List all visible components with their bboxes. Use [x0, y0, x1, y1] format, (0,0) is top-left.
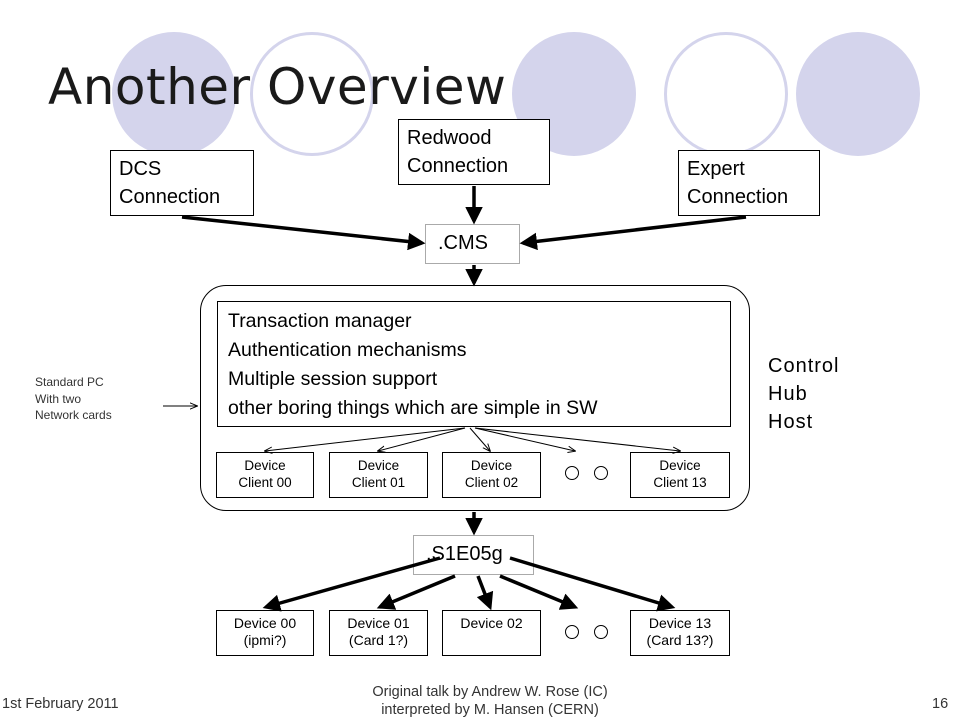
side-note-line3: Network cards [35, 408, 112, 422]
arrow-expert-to-cms [519, 215, 747, 251]
device-00-line2: (ipmi?) [243, 632, 287, 648]
device-client-00-line2: Client 00 [238, 475, 292, 490]
arrow-dcs-to-cms [181, 215, 426, 251]
side-note-line2: With two [35, 391, 82, 406]
redwood-label-line2: Connection [407, 155, 509, 177]
host-label-line2: Hub [768, 383, 808, 405]
expert-connection-box: Expert Connection [678, 150, 820, 216]
tm-line-3: Multiple session support [228, 368, 438, 390]
tm-line-4: other boring things which are simple in … [228, 397, 598, 419]
device-01-line2: (Card 1?) [348, 632, 409, 648]
tm-line-1: Transaction manager [228, 310, 412, 332]
device-client-01-line2: Client 01 [351, 475, 406, 490]
device-13-line1: Device 13 [648, 615, 712, 631]
ellipsis-circle-icon [594, 625, 608, 639]
tm-line-2: Authentication mechanisms [228, 339, 467, 361]
page-number: 16 [932, 696, 949, 712]
device-client-02: Device Client 02 [442, 452, 541, 498]
device-client-02-line2: Client 02 [464, 475, 519, 490]
decor-circle-5 [796, 32, 920, 156]
device-client-13-line2: Client 13 [653, 475, 707, 490]
slide-title: Another Overview [48, 58, 507, 116]
device-client-00-line1: Device [244, 458, 286, 473]
transaction-manager-box: Transaction manager Authentication mecha… [217, 301, 731, 427]
host-label-line3: Host [768, 411, 814, 433]
device-client-01-line1: Device [357, 458, 400, 473]
footer-credit-line2: interpreted by M. Hansen (CERN) [381, 702, 599, 718]
decor-circle-2 [250, 32, 374, 156]
dcs-label-line1: DCS [119, 158, 162, 180]
device-client-01: Device Client 01 [329, 452, 428, 498]
ellipsis-circle-icon [565, 625, 579, 639]
device-00-line1: Device 00 [233, 615, 297, 631]
dcs-label-line2: Connection [119, 186, 221, 208]
cms-node: .CMS [425, 224, 520, 264]
device-01-line1: Device 01 [347, 615, 410, 631]
fan-to-client-01 [378, 427, 466, 451]
footer-date: 1st February 2011 [2, 696, 119, 712]
arrow-s1e05g-to-device-02 [476, 575, 494, 611]
device-client-13-line1: Device [659, 458, 701, 473]
device-client-00: Device Client 00 [216, 452, 314, 498]
arrow-s1e05g-to-device-01 [376, 574, 456, 610]
device-client-02-line1: Device [470, 458, 513, 473]
expert-label-line1: Expert [687, 158, 745, 180]
device-00: Device 00 (ipmi?) [216, 610, 314, 656]
control-hub-host-label: Control Hub Host [768, 352, 839, 436]
redwood-connection-box: Redwood Connection [398, 119, 550, 185]
arrow-s1e05g-to-device-13 [509, 556, 676, 612]
device-02: Device 02 [442, 610, 541, 656]
redwood-label-line1: Redwood [407, 127, 492, 149]
arrow-s1e05g-to-device-00 [262, 556, 441, 612]
footer-credit-line1: Original talk by Andrew W. Rose (IC) [372, 684, 608, 700]
expert-label-line2: Connection [687, 186, 789, 208]
fan-to-client-13 [474, 427, 680, 451]
decor-circle-1 [112, 32, 236, 156]
host-label-line1: Control [768, 355, 840, 377]
fan-to-client-00 [265, 427, 466, 451]
arrow-s1e05g-to-ellipsis [499, 574, 579, 610]
ellipsis-circle-icon [594, 466, 608, 480]
side-note-line1: Standard PC [35, 375, 104, 389]
device-01: Device 01 (Card 1?) [329, 610, 428, 656]
device-02-line1: Device 02 [460, 615, 523, 631]
s1e05g-node: .S1E05g [413, 535, 534, 575]
standard-pc-note: Standard PC With two Network cards [35, 374, 112, 424]
fan-to-ellipsis [474, 427, 575, 451]
footer-credit: Original talk by Andrew W. Rose (IC) int… [340, 683, 640, 719]
dcs-connection-box: DCS Connection [110, 150, 254, 216]
fan-to-client-02 [469, 427, 490, 451]
device-13: Device 13 (Card 13?) [630, 610, 730, 656]
device-13-line2: (Card 13?) [646, 632, 714, 648]
device-client-13: Device Client 13 [630, 452, 730, 498]
ellipsis-circle-icon [565, 466, 579, 480]
